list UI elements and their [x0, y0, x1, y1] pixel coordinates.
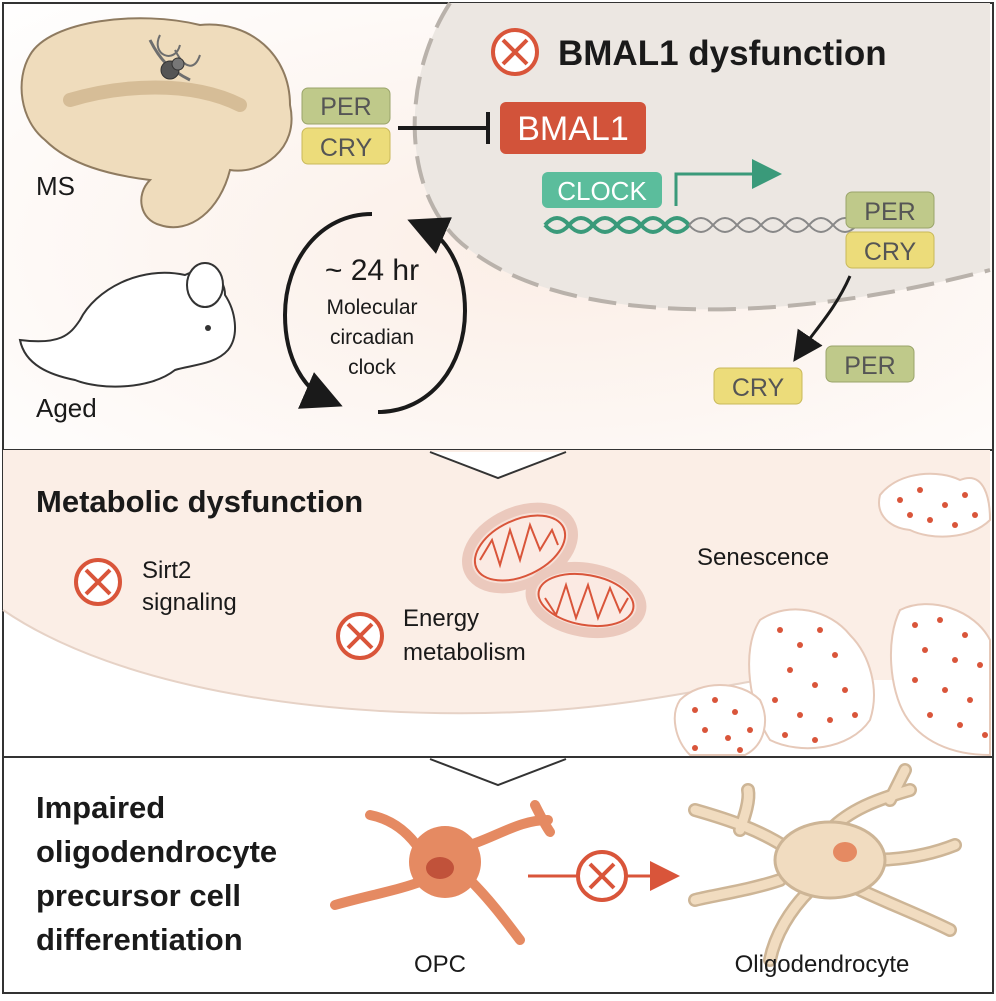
clock-box: [542, 172, 662, 208]
pair-per-label: PER: [320, 93, 371, 121]
aged-label: Aged: [36, 393, 97, 423]
released-per-box: [825, 345, 915, 383]
sirt2-label-line1: Sirt2: [142, 557, 191, 584]
pair-cry-label: CRY: [320, 134, 373, 162]
top-panel: MS Aged ~ 24 hr Molecular circadian cloc…: [2, 1, 994, 451]
mouse-icon: [18, 262, 236, 388]
bottom-panel: Impaired oligodendrocyte precursor cell …: [2, 756, 994, 994]
oligodendrocyte-icon: [688, 763, 962, 967]
per-cry-pair: [301, 87, 391, 165]
bottom-title-line4: differentiation: [36, 922, 243, 957]
nucleus-title: BMAL1 dysfunction: [558, 34, 887, 73]
clock-label: CLOCK: [557, 176, 647, 206]
brain-icon: [20, 17, 293, 229]
energy-label-line2: metabolism: [403, 639, 526, 666]
inhibit-icon: [491, 28, 539, 76]
panel-connector-top: [429, 451, 567, 480]
ms-label: MS: [36, 171, 75, 201]
released-per-label: PER: [844, 352, 895, 380]
product-cry-label: CRY: [864, 238, 917, 266]
released-cry-box: [713, 367, 803, 405]
bmal1-box: [500, 102, 646, 154]
opc-label: OPC: [414, 951, 466, 978]
bmal1-label: BMAL1: [517, 110, 629, 148]
bottom-title-line2: oligodendrocyte: [36, 834, 277, 869]
cycle-line2: circadian: [330, 326, 414, 349]
circadian-cycle-icon: [282, 212, 468, 414]
cycle-line1: Molecular: [326, 296, 417, 319]
product-per-box: [845, 191, 935, 229]
dna-helix: [543, 216, 858, 234]
export-arrow: [793, 275, 852, 362]
opc-cell-icon: [330, 800, 555, 945]
cycle-line3: clock: [348, 356, 396, 379]
middle-panel: Metabolic dysfunction Sirt2 signaling En…: [2, 449, 994, 758]
sirt2-inhibit-icon: [74, 558, 122, 606]
oligodendrocyte-label: Oligodendrocyte: [735, 951, 910, 978]
differentiation-arrow: [528, 850, 680, 902]
bottom-title-line3: precursor cell: [36, 878, 241, 913]
metabolic-title: Metabolic dysfunction: [36, 484, 363, 519]
senescence-label: Senescence: [697, 544, 829, 571]
transcription-arrow: [674, 159, 782, 206]
energy-label-line1: Energy: [403, 605, 479, 632]
released-cry-label: CRY: [732, 374, 785, 402]
product-per-label: PER: [864, 198, 915, 226]
panel-connector-bottom: [429, 758, 567, 787]
cycle-period: ~ 24 hr: [325, 254, 419, 287]
mitochondria-icon: [462, 502, 647, 638]
senescent-cells-icon: [673, 472, 992, 757]
energy-inhibit-icon: [336, 612, 384, 660]
bottom-title-line1: Impaired: [36, 790, 165, 825]
sirt2-label-line2: signaling: [142, 589, 237, 616]
inhibition-line: [398, 112, 490, 144]
product-cry-box: [845, 231, 935, 269]
